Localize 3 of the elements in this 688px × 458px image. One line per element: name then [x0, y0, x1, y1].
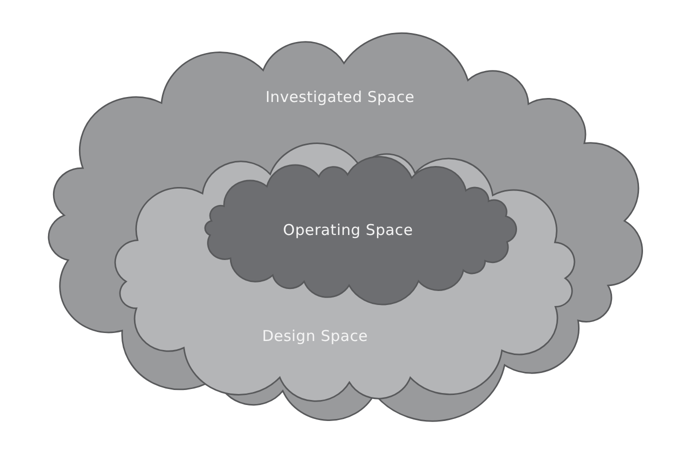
cloud-label: Investigated Space	[265, 88, 415, 106]
cloud-label: Design Space	[262, 327, 368, 345]
cloud-label: Operating Space	[283, 221, 413, 239]
